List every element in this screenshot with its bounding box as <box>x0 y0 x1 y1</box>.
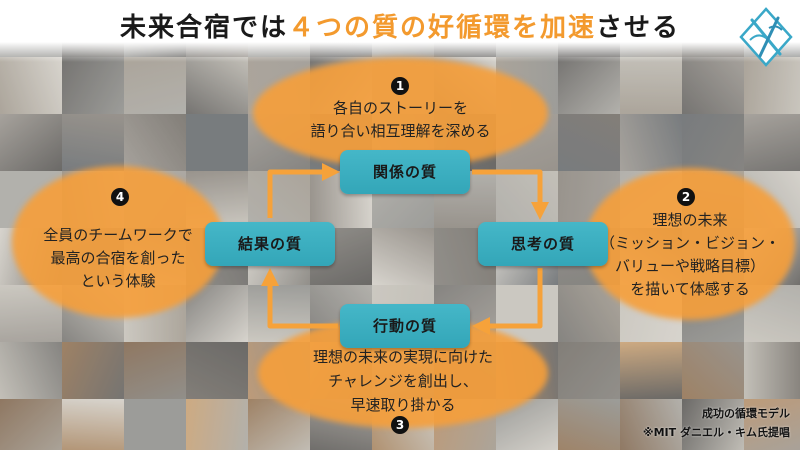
background-photo <box>0 342 62 399</box>
model-credit: ※MIT ダニエル・キム氏提唱 <box>642 426 790 439</box>
background-photo <box>496 285 558 342</box>
background-photo <box>744 399 800 450</box>
note-number-3: 3 <box>391 416 409 434</box>
arrowhead-up <box>261 268 279 286</box>
background-photo <box>186 57 248 114</box>
note-action: 理想の未来の実現に向けた チャレンジを創出し、 早速取り掛かる <box>258 345 548 417</box>
background-photo <box>186 399 248 450</box>
background-photo <box>558 57 620 114</box>
background-photo <box>558 342 620 399</box>
arrow-action-to-result <box>267 284 338 329</box>
logo <box>739 7 793 67</box>
background-photo <box>558 114 620 171</box>
background-photo <box>682 342 744 399</box>
title-part-1: 未来合宿では <box>119 13 288 43</box>
logo-stroke-3 <box>749 34 767 41</box>
note-line: 全員のチームワークで <box>43 226 193 244</box>
background-photo <box>124 399 186 450</box>
node-action-quality: 行動の質 <box>340 304 470 348</box>
note-line: バリューや戦略目標） <box>614 257 765 275</box>
background-photo <box>620 114 682 171</box>
note-relationship: 各自のストーリーを 語り合い相互理解を深める <box>253 97 548 143</box>
page-title: 未来合宿では４つの質の好循環を加速させる <box>0 11 800 45</box>
note-number-1: 1 <box>391 77 409 95</box>
background-photo <box>558 285 620 342</box>
background-photo <box>558 399 620 450</box>
note-line: 理想の未来 <box>652 211 728 229</box>
note-line: （ミッション・ビジョン・ <box>599 234 780 252</box>
arrow-result-to-relationship <box>267 169 324 218</box>
background-photo <box>186 114 248 171</box>
ellipse-relationship-note <box>253 58 548 168</box>
background-photo <box>496 171 558 228</box>
background-photo <box>0 57 62 114</box>
background-photo <box>682 57 744 114</box>
arrowhead-right <box>322 163 340 181</box>
arrowhead-down <box>531 202 549 220</box>
background-photo <box>62 342 124 399</box>
note-number-4: 4 <box>111 188 129 206</box>
background-photo <box>248 285 310 342</box>
note-thinking: 理想の未来 （ミッション・ビジョン・ バリューや戦略目標） を描いて体感する <box>585 209 795 301</box>
title-part-2: させる <box>596 13 681 43</box>
note-line: 語り合い相互理解を深める <box>310 122 491 140</box>
title-band <box>0 0 800 62</box>
note-line: 各自のストーリーを <box>332 99 468 117</box>
title-highlight: ４つの質の好循環を加速 <box>287 13 596 43</box>
background-photo <box>0 399 62 450</box>
background-photo <box>124 57 186 114</box>
background-photo <box>124 342 186 399</box>
background-photo <box>682 399 744 450</box>
background-photo <box>124 114 186 171</box>
note-line: という体験 <box>80 272 156 290</box>
arrow-relationship-to-thinking <box>472 169 543 204</box>
node-thinking-quality: 思考の質 <box>478 222 608 266</box>
background-photo <box>186 285 248 342</box>
background-photo <box>62 399 124 450</box>
note-line: 早速取り掛かる <box>350 396 456 414</box>
note-line: チャレンジを創出し、 <box>328 372 478 390</box>
background-photo <box>186 342 248 399</box>
background-photo <box>744 342 800 399</box>
logo-stroke-4 <box>768 25 783 31</box>
background-photo <box>248 171 310 228</box>
background-photo <box>744 114 800 171</box>
background-photo <box>620 399 682 450</box>
logo-stroke-2 <box>758 16 780 58</box>
node-relationship-quality: 関係の質 <box>340 150 470 194</box>
note-result: 全員のチームワークで 最高の合宿を創った という体験 <box>12 224 224 293</box>
note-line: 理想の未来の実現に向けた <box>312 348 493 366</box>
note-line: 最高の合宿を創った <box>50 249 186 267</box>
node-result-quality: 結果の質 <box>205 222 335 266</box>
footer-note: 成功の循環モデル ※MIT ダニエル・キム氏提唱 <box>643 404 790 442</box>
model-name: 成功の循環モデル <box>702 407 790 420</box>
arrowhead-left <box>472 317 490 335</box>
note-number-2: 2 <box>677 188 695 206</box>
background-photo <box>620 57 682 114</box>
background-photo <box>682 114 744 171</box>
background-photo <box>620 342 682 399</box>
background-photo <box>62 57 124 114</box>
background-photo <box>62 114 124 171</box>
background-photo <box>744 57 800 114</box>
note-line: を描いて体感する <box>630 280 750 298</box>
background-photo <box>372 228 434 285</box>
arrow-thinking-to-action <box>488 268 543 329</box>
background-photo <box>0 114 62 171</box>
